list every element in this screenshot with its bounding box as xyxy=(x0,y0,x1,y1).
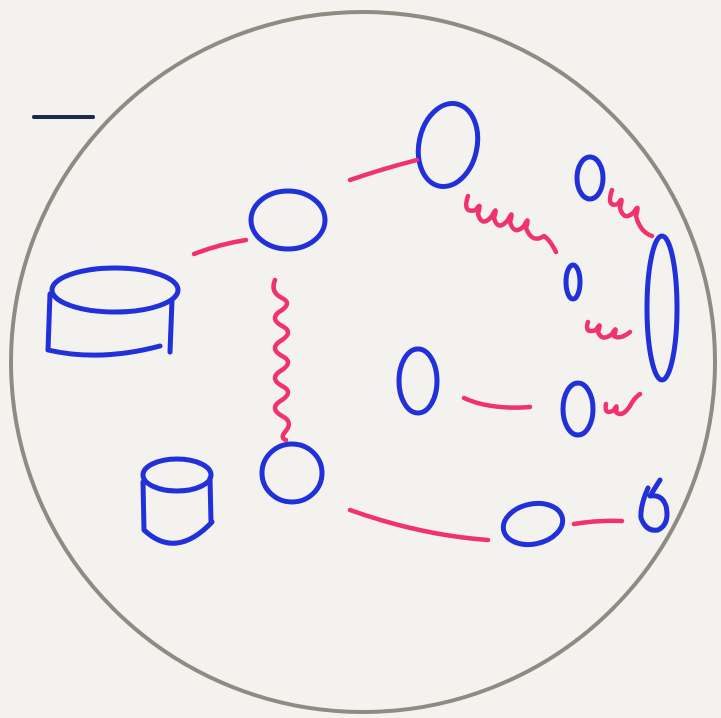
enclosing-circle xyxy=(9,10,717,714)
node-j xyxy=(500,500,566,548)
spring-node-g-to-node-e xyxy=(603,391,643,417)
node-d xyxy=(563,262,583,302)
link-container-to-node-a xyxy=(191,237,249,257)
node-e xyxy=(644,233,680,383)
node-g xyxy=(560,380,596,438)
spring-node-a-to-node-h xyxy=(271,277,292,443)
node-a xyxy=(248,188,328,252)
node-k xyxy=(638,477,670,533)
spring-node-c-to-node-e xyxy=(607,187,655,239)
container-large xyxy=(45,265,181,358)
node-c xyxy=(574,154,606,202)
link-node-f-to-node-g xyxy=(461,395,533,410)
link-node-j-to-node-k xyxy=(571,518,625,527)
node-b xyxy=(415,100,481,190)
link-node-a-to-node-b xyxy=(347,157,420,183)
node-h xyxy=(259,441,325,505)
spring-node-b-to-node-d xyxy=(464,193,559,255)
spring-node-d-to-node-e xyxy=(584,319,633,340)
link-node-h-to-node-j xyxy=(347,507,491,543)
container-small xyxy=(140,456,215,546)
node-f xyxy=(396,346,440,416)
